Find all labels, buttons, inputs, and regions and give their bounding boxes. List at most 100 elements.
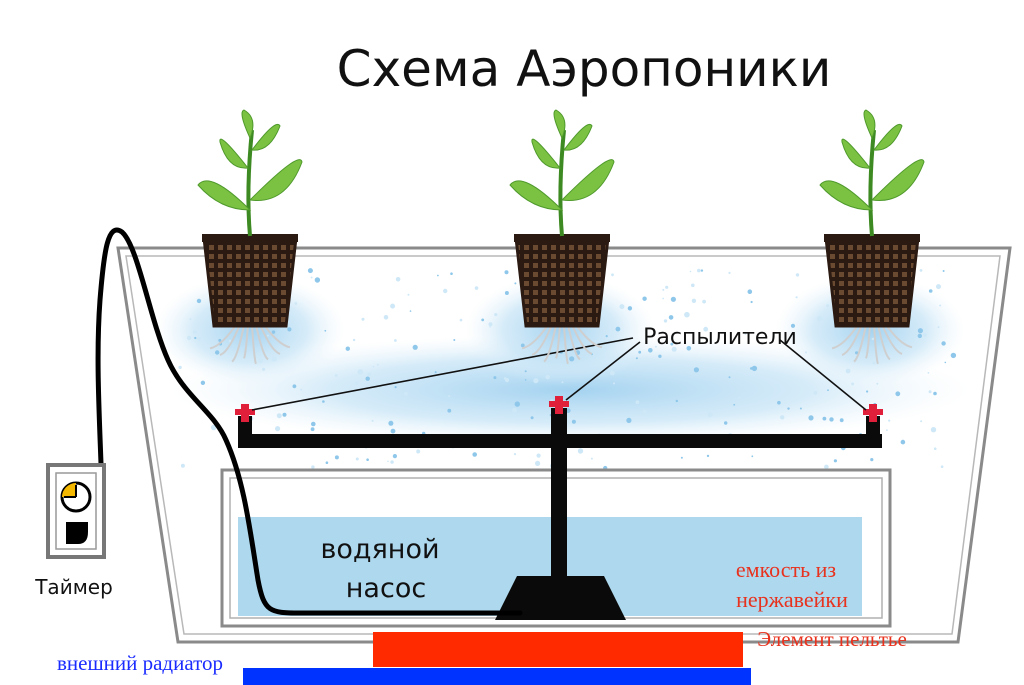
mist-droplet xyxy=(453,339,456,341)
mist-droplet xyxy=(294,302,298,305)
mist-droplet xyxy=(795,273,800,277)
plant-left xyxy=(197,109,303,365)
mist-droplet xyxy=(197,336,202,341)
leaf xyxy=(873,124,903,151)
mist-droplet xyxy=(662,288,665,291)
mist-droplet xyxy=(489,326,491,328)
mist-droplet xyxy=(733,403,736,406)
mist-droplet xyxy=(940,465,944,469)
mist-droplet xyxy=(833,459,838,463)
mist-droplet xyxy=(571,419,576,424)
mist-droplet xyxy=(917,333,922,339)
mist-droplet xyxy=(671,346,677,352)
mist-droplet xyxy=(693,367,700,373)
mist-droplet xyxy=(920,420,923,423)
mist-droplet xyxy=(590,457,593,460)
mist-droplet xyxy=(900,439,906,445)
mist-droplet xyxy=(292,384,297,389)
mist-droplet xyxy=(923,333,927,337)
mist-droplet xyxy=(300,388,303,391)
mist-droplet xyxy=(813,391,818,395)
mist-droplet xyxy=(663,319,668,323)
mist-droplet xyxy=(691,283,695,288)
mist-droplet xyxy=(404,392,408,396)
mist-droplet xyxy=(680,456,683,459)
mist-droplet xyxy=(395,277,401,282)
mist-droplet xyxy=(635,400,640,405)
mist-droplet xyxy=(780,415,785,420)
mist-droplet xyxy=(805,351,807,354)
mist-droplet xyxy=(450,272,453,276)
mist-droplet xyxy=(744,333,747,335)
mist-droplet xyxy=(193,330,197,334)
net-pot xyxy=(202,236,298,328)
mist-droplet xyxy=(827,389,829,392)
mist-droplet xyxy=(520,343,525,348)
mist-droplet xyxy=(706,454,710,458)
mist-droplet xyxy=(512,407,517,413)
mist-droplet xyxy=(314,277,321,283)
net-pot xyxy=(824,236,920,328)
mist-droplet xyxy=(822,416,827,421)
mist-droplet xyxy=(876,382,879,385)
leaf xyxy=(553,109,566,140)
mist-droplet xyxy=(627,306,633,311)
mist-droplet xyxy=(702,299,706,304)
sprayer-leader-lines xyxy=(251,337,867,411)
sprayer-left xyxy=(235,404,255,422)
plant-right xyxy=(819,109,925,365)
mist-droplet xyxy=(535,460,541,466)
sprayer-right xyxy=(863,404,883,422)
mist-droplet xyxy=(839,418,844,423)
leaf xyxy=(560,159,615,202)
diagram-title: Схема Аэропоники xyxy=(337,40,832,98)
mist-droplet xyxy=(751,455,754,458)
mist-droplet xyxy=(311,421,316,427)
leaf xyxy=(563,124,593,151)
left-riser xyxy=(238,416,252,446)
leaf xyxy=(841,138,871,169)
outer-tank-inner-edge xyxy=(125,255,1001,635)
mist-droplet xyxy=(494,313,498,317)
mist-droplet xyxy=(325,461,329,465)
mist-droplet xyxy=(826,304,830,308)
mist-droplet xyxy=(808,415,814,421)
mist-droplet xyxy=(872,361,876,365)
mist-droplet xyxy=(215,350,220,355)
sprayers-label: Распылители xyxy=(643,325,797,350)
center-riser xyxy=(551,408,567,593)
mist-droplet xyxy=(799,407,802,410)
mist-droplet xyxy=(266,334,269,337)
mist-droplet xyxy=(569,356,575,362)
stem xyxy=(868,129,876,237)
mist-droplet xyxy=(728,271,731,274)
mist-droplet xyxy=(613,382,615,385)
mist-droplet xyxy=(686,346,692,351)
mist-droplet xyxy=(388,420,394,426)
mist-droplet xyxy=(871,337,875,341)
mist-droplet xyxy=(707,411,713,418)
leaf xyxy=(819,180,874,211)
mist-droplet xyxy=(514,282,517,285)
mist-droplet xyxy=(180,463,185,468)
mist-droplet xyxy=(654,345,657,348)
mist-droplet xyxy=(533,378,539,384)
mist-droplet xyxy=(648,348,653,353)
mist-droplet xyxy=(447,408,452,413)
mist-droplet xyxy=(917,328,924,334)
mist-droplet xyxy=(689,270,692,273)
mist-droplet xyxy=(228,339,232,343)
mist-droplet xyxy=(777,400,781,405)
tank-label-line2: нержавейки xyxy=(736,587,848,612)
mist-droplet xyxy=(928,390,932,394)
mist-droplet xyxy=(287,327,292,332)
mist-droplet xyxy=(642,409,647,414)
timer xyxy=(46,463,106,559)
mist-droplet xyxy=(577,448,584,454)
leaf xyxy=(241,109,254,140)
mist-droplet xyxy=(488,322,493,327)
mist-droplet xyxy=(703,326,709,332)
mist-droplet xyxy=(311,465,315,469)
mist-droplet xyxy=(524,379,527,381)
mist-droplet xyxy=(939,304,942,307)
